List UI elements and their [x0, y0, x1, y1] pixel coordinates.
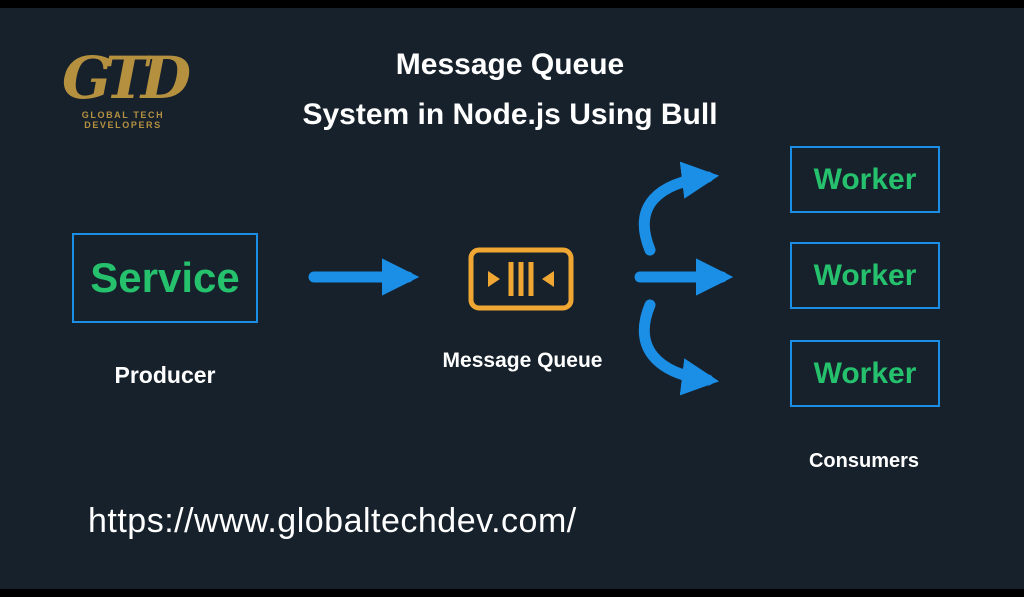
worker-box-3: Worker	[790, 340, 940, 407]
queue-caption: Message Queue	[442, 349, 603, 372]
top-border	[0, 0, 1024, 8]
service-box: Service	[72, 233, 258, 323]
arrow-queue-to-worker-top	[638, 161, 720, 256]
bottom-border	[0, 589, 1024, 597]
message-queue-icon	[468, 247, 574, 311]
worker-box-1: Worker	[790, 146, 940, 213]
service-label: Service	[90, 254, 240, 301]
page-title: Message Queue System in Node.js Using Bu…	[200, 40, 820, 140]
website-url: https://www.globaltechdev.com/	[88, 502, 577, 540]
producer-caption: Producer	[114, 362, 216, 388]
logo-monogram: GTD	[62, 44, 191, 112]
worker-label-1: Worker	[813, 162, 917, 196]
title-line-2: System in Node.js Using Bull	[302, 98, 718, 131]
arrow-queue-to-worker-bottom	[638, 299, 720, 396]
consumers-caption: Consumers	[808, 450, 920, 472]
worker-label-3: Worker	[813, 356, 917, 390]
brand-logo: GTD GLOBAL TECH DEVELOPERS	[58, 44, 191, 130]
logo-caption: GLOBAL TECH DEVELOPERS	[81, 110, 165, 130]
title-line-1: Message Queue	[395, 48, 625, 81]
worker-label-2: Worker	[813, 258, 917, 292]
worker-box-2: Worker	[790, 242, 940, 309]
